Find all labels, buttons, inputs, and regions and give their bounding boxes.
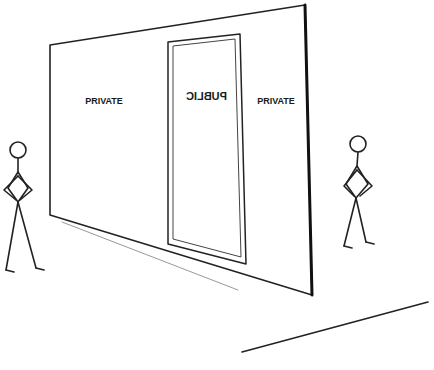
- outline-edge: [50, 5, 312, 295]
- floor-line: [242, 302, 428, 352]
- door-opening: PUBLIC: [168, 34, 248, 266]
- wall-panel: PRIVATE PRIVATE PUBLIC: [50, 5, 314, 297]
- outline-shape: [168, 34, 248, 266]
- sign-text: PRIVATE: [85, 97, 123, 106]
- stick-figure: [4, 142, 44, 272]
- stick-figure: [344, 136, 374, 248]
- mirrored-sign: PUBLIC: [186, 91, 227, 102]
- panel-edge: [305, 5, 312, 295]
- outline-edge: [173, 39, 241, 257]
- outline-edge: [168, 34, 246, 264]
- sign-text: PRIVATE: [257, 97, 295, 106]
